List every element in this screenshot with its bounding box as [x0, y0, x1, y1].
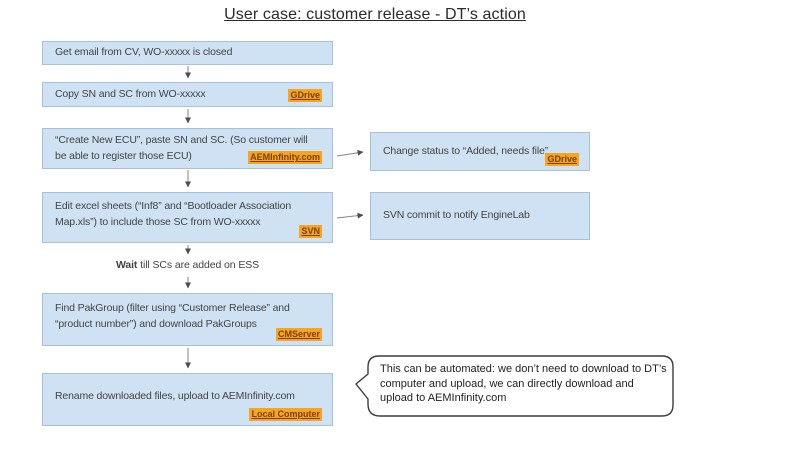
flow-step-rename-upload: Rename downloaded files, upload to AEMIn… — [42, 373, 333, 426]
wait-note-bold: Wait — [115, 259, 138, 271]
arrow-step4-side2 — [336, 212, 364, 219]
flow-step-label: Copy SN and SC from WO-xxxxx — [55, 87, 206, 100]
side-step-label: Change status to “Added, needs file” — [383, 144, 549, 157]
local-computer-link[interactable]: Local Computer — [249, 408, 322, 421]
side-step-change-status: Change status to “Added, needs file” GDr… — [370, 132, 590, 171]
arrow-step3-side1 — [336, 149, 364, 157]
flow-step-label: Get email from CV, WO-xxxxx is closed — [55, 46, 233, 59]
wait-note-rest: till SCs are added on ESS — [137, 259, 260, 271]
aeminfinity-link[interactable]: AEMInfinity.com — [248, 151, 322, 164]
flow-step-create-new-ecu: “Create New ECU”, paste SN and SC. (So c… — [42, 128, 333, 169]
gdrive-link[interactable]: GDrive — [545, 153, 579, 166]
side-step-svn-commit: SVN commit to notify EngineLab — [370, 192, 590, 240]
flow-step-label: Find PakGroup (filter using “Customer Re… — [55, 301, 290, 330]
svn-link[interactable]: SVN — [299, 225, 322, 238]
callout-note: This can be automated: we don’t need to … — [380, 363, 667, 405]
flow-step-copy-sn-sc: Copy SN and SC from WO-xxxxx GDrive — [42, 82, 333, 107]
page-title: User case: customer release - DT’s actio… — [224, 6, 526, 23]
flow-step-label: “Create New ECU”, paste SN and SC. (So c… — [55, 133, 308, 162]
gdrive-link[interactable]: GDrive — [288, 89, 322, 102]
side-step-label: SVN commit to notify EngineLab — [383, 209, 530, 222]
flow-step-find-pakgroup: Find PakGroup (filter using “Customer Re… — [42, 293, 333, 346]
flow-step-get-email: Get email from CV, WO-xxxxx is closed — [42, 41, 333, 65]
flow-step-edit-excel: Edit excel sheets (“Inf8” and “Bootloade… — [42, 192, 333, 243]
flow-step-label: Rename downloaded files, upload to AEMIn… — [55, 389, 295, 402]
flow-step-label: Edit excel sheets (“Inf8” and “Bootloade… — [55, 199, 292, 228]
cmserver-link[interactable]: CMServer — [275, 328, 322, 341]
wait-note: Wait till SCs are added on ESS — [42, 259, 333, 271]
